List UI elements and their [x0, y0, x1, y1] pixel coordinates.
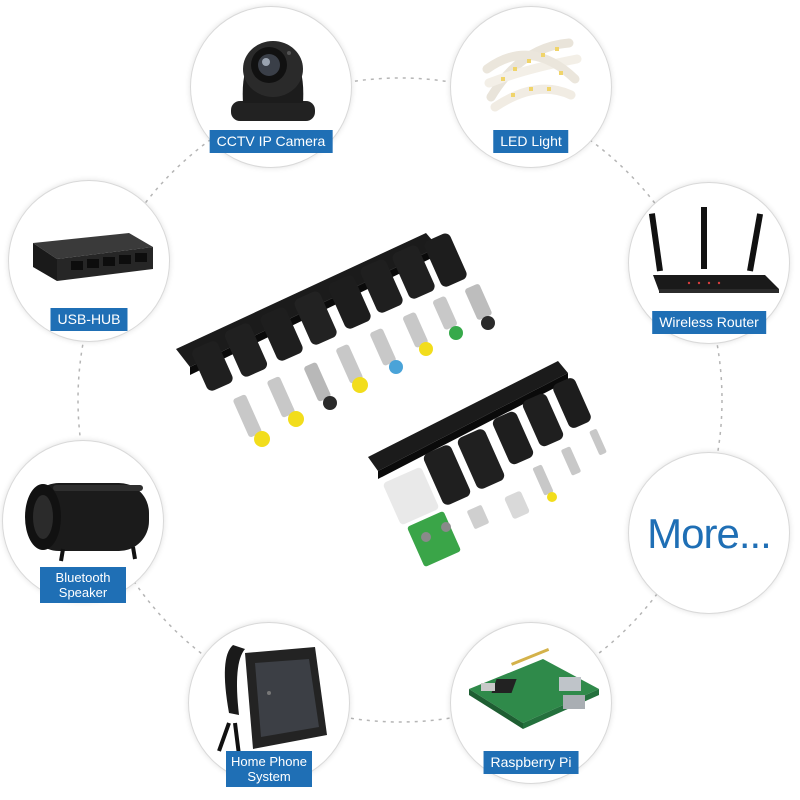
device-label: LED Light [493, 130, 569, 153]
device-home-phone-system[interactable]: Home Phone System [188, 622, 350, 787]
more-devices-node[interactable]: More... [628, 452, 790, 614]
device-usb-hub[interactable]: USB-HUB [8, 180, 170, 342]
device-cctv-ip-camera[interactable]: CCTV IP Camera [190, 6, 352, 168]
device-led-light[interactable]: LED Light [450, 6, 612, 168]
led-strip-icon [482, 38, 582, 112]
device-wireless-router[interactable]: Wireless Router [628, 182, 790, 344]
device-label: CCTV IP Camera [209, 130, 333, 153]
wifi-router-icon [648, 207, 779, 293]
phone-icon [217, 645, 327, 756]
device-label-line: System [247, 769, 291, 784]
device-label-line: Home Phone [231, 754, 307, 769]
dc-adapter-tips-set [176, 233, 607, 567]
device-label: USB-HUB [50, 308, 128, 331]
device-raspberry-pi[interactable]: Raspberry Pi [450, 622, 612, 784]
device-label: Raspberry Pi [483, 751, 579, 774]
more-text: More... [647, 510, 772, 557]
device-label: Bluetooth Speaker [40, 567, 126, 603]
device-bluetooth-speaker[interactable]: Bluetooth Speaker [2, 440, 164, 603]
tip-row-small [383, 378, 607, 567]
network-switch-icon [33, 233, 153, 281]
speaker-icon [25, 483, 149, 562]
cctv-camera-icon [231, 41, 315, 121]
tip-row-large [192, 233, 495, 447]
device-label: Home Phone System [226, 751, 312, 787]
device-label-line: Speaker [58, 585, 108, 600]
circuit-board-icon [469, 648, 599, 729]
device-label: Wireless Router [652, 311, 766, 334]
device-label-line: Bluetooth [55, 570, 111, 585]
